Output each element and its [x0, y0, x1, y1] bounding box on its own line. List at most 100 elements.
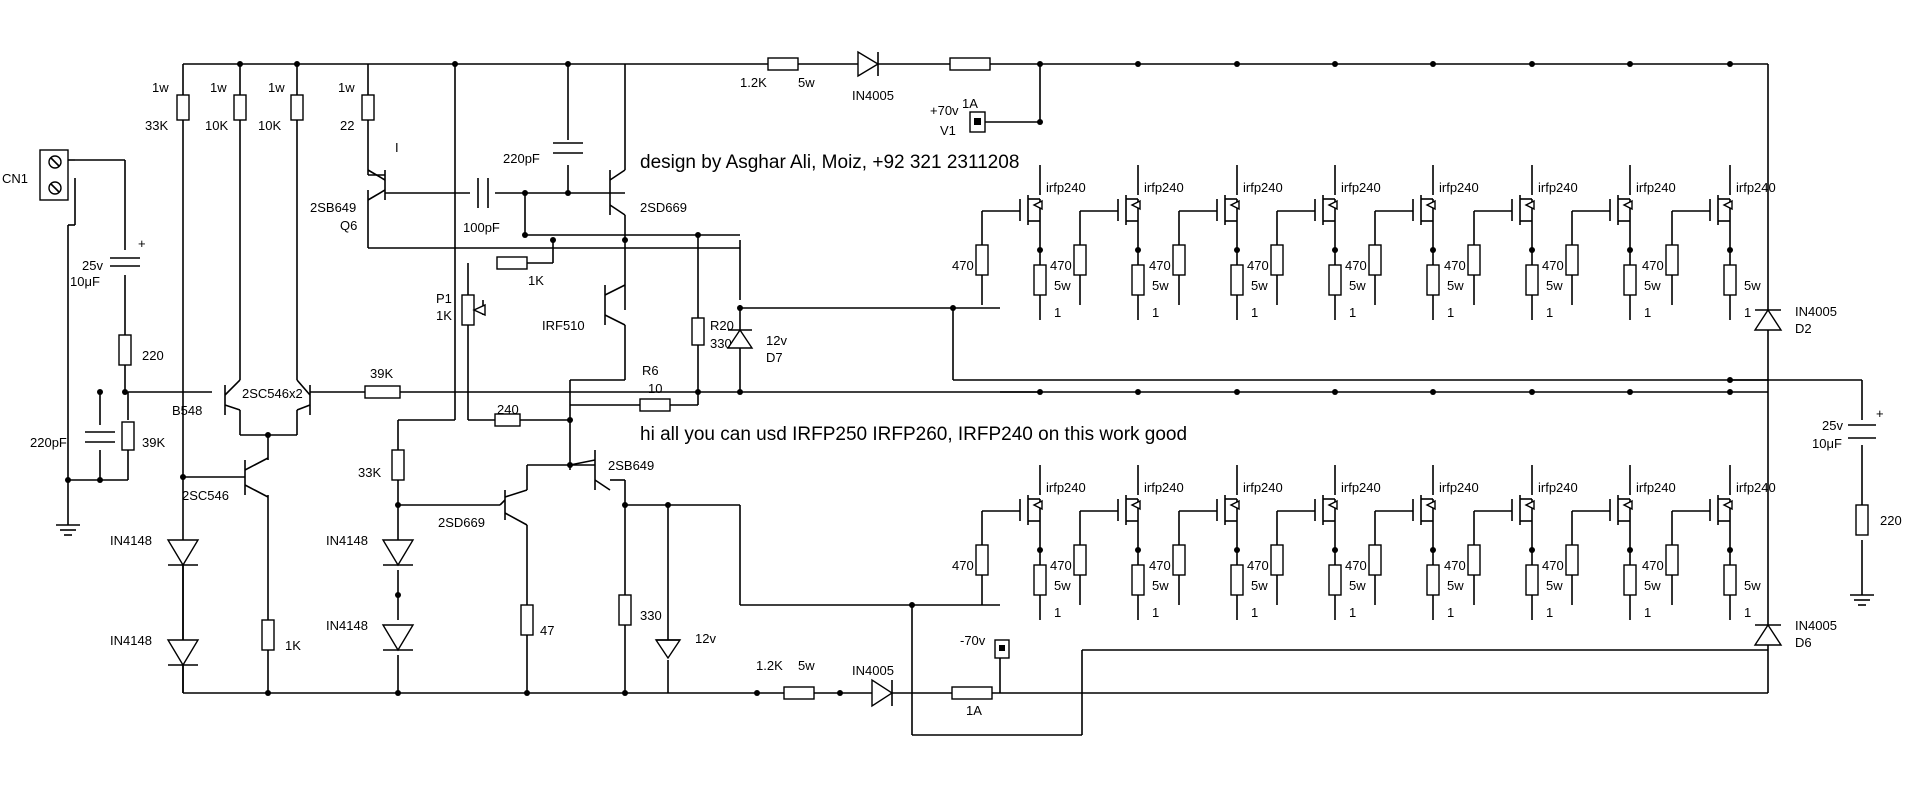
svg-text:33K: 33K	[358, 465, 381, 480]
bottom-r-power-label: 5w	[798, 658, 815, 673]
supply-top: 1.2K 5w IN4005 +70v 1A V1	[740, 50, 991, 138]
bottom-mosfet-8	[1665, 465, 1737, 620]
zobel-r-value: 220	[1880, 513, 1902, 528]
svg-text:2SC546x2: 2SC546x2	[242, 386, 303, 401]
svg-text:1w: 1w	[268, 80, 285, 95]
bottom-mosfet-5	[1368, 465, 1440, 620]
source-resistor-value: 1	[1054, 305, 1061, 320]
gate-resistor-label: 470	[1444, 258, 1466, 273]
svg-text:330: 330	[640, 608, 662, 623]
protection-diodes: IN4005 D2 IN4005 D6	[1753, 304, 1837, 650]
source-resistor-power: 5w	[1152, 578, 1169, 593]
svg-text:D7: D7	[766, 350, 783, 365]
source-resistor-value: 1	[1546, 305, 1553, 320]
junction-dots	[65, 61, 1733, 696]
svg-text:220pF: 220pF	[503, 151, 540, 166]
mosfet-label: irfp240	[1243, 480, 1283, 495]
design-credit: design by Asghar Ali, Moiz, +92 321 2311…	[640, 152, 1019, 173]
gate-resistor-label: 470	[1050, 258, 1072, 273]
zobel-network: + 25v 10μF 220	[1812, 406, 1902, 606]
front-end: 1w 33K 1w 10K 1w 10K 1w 22 I 2SB649 Q6 2…	[110, 80, 554, 693]
svg-text:1K: 1K	[285, 638, 301, 653]
svg-text:1K: 1K	[528, 273, 544, 288]
gate-resistor-label: 470	[1050, 558, 1072, 573]
gate-resistor-label: 470	[952, 558, 974, 573]
svg-text:2SC546: 2SC546	[182, 488, 229, 503]
source-resistor-value: 1	[1447, 605, 1454, 620]
source-resistor-value: 1	[1251, 305, 1258, 320]
mosfet-label: irfp240	[1736, 180, 1776, 195]
top-mosfet-4	[1270, 165, 1342, 320]
top-mosfet-6	[1467, 165, 1539, 320]
svg-text:39K: 39K	[370, 366, 393, 381]
gate-resistor-label: 470	[1345, 258, 1367, 273]
svg-text:1w: 1w	[338, 80, 355, 95]
bottom-mosfet-3	[1172, 465, 1244, 620]
svg-text:1w: 1w	[210, 80, 227, 95]
d6-name: D6	[1795, 635, 1812, 650]
connector-label: CN1	[2, 171, 28, 186]
pos-voltage-label: +70v	[930, 103, 959, 118]
mosfet-label: irfp240	[1636, 180, 1676, 195]
svg-text:12v: 12v	[695, 631, 716, 646]
top-r-label: 1.2K	[740, 75, 767, 90]
svg-text:2SD669: 2SD669	[640, 200, 687, 215]
d2-name: D2	[1795, 321, 1812, 336]
mosfet-note: hi all you can usd IRFP250 IRFP260, IRFP…	[640, 424, 1187, 445]
r-input-label: 220	[142, 348, 164, 363]
source-resistor-value: 1	[1546, 605, 1553, 620]
r-bias-label: 39K	[142, 435, 165, 450]
neg-voltage-label: -70v	[960, 633, 986, 648]
source-resistor-power: 5w	[1744, 278, 1761, 293]
input-section: CN1 + 25v 10μF 220 220pF 39K	[2, 149, 165, 536]
source-resistor-power: 5w	[1349, 278, 1366, 293]
source-resistor-value: 1	[1447, 305, 1454, 320]
source-resistor-power: 5w	[1546, 278, 1563, 293]
zobel-cap-voltage: 25v	[1822, 418, 1843, 433]
source-resistor-power: 5w	[1152, 278, 1169, 293]
svg-text:IN4148: IN4148	[110, 633, 152, 648]
bottom-mosfet-1	[975, 465, 1047, 620]
mosfet-label: irfp240	[1341, 480, 1381, 495]
mosfet-label: irfp240	[1144, 180, 1184, 195]
svg-text:IN4148: IN4148	[326, 533, 368, 548]
svg-text:+: +	[138, 236, 146, 251]
source-resistor-power: 5w	[1054, 278, 1071, 293]
top-mosfet-5	[1368, 165, 1440, 320]
zobel-cap-value: 10μF	[1812, 436, 1842, 451]
mosfet-label: irfp240	[1046, 480, 1086, 495]
bottom-mosfet-7	[1565, 465, 1637, 620]
wiring	[67, 63, 1863, 736]
svg-text:IRF510: IRF510	[542, 318, 585, 333]
svg-text:10K: 10K	[205, 118, 228, 133]
mosfet-label: irfp240	[1538, 180, 1578, 195]
gate-resistor-label: 470	[1247, 558, 1269, 573]
mosfet-label: irfp240	[1341, 180, 1381, 195]
d2-type: IN4005	[1795, 304, 1837, 319]
top-mosfet-2	[1073, 165, 1145, 320]
source-resistor-power: 5w	[1447, 278, 1464, 293]
mosfet-label: irfp240	[1046, 180, 1086, 195]
cap-in-voltage: 25v	[82, 258, 103, 273]
svg-text:100pF: 100pF	[463, 220, 500, 235]
svg-text:47: 47	[540, 623, 554, 638]
svg-text:33K: 33K	[145, 118, 168, 133]
source-resistor-power: 5w	[1546, 578, 1563, 593]
mosfet-label: irfp240	[1538, 480, 1578, 495]
source-resistor-value: 1	[1744, 605, 1751, 620]
svg-text:IN4148: IN4148	[326, 618, 368, 633]
gate-resistor-label: 470	[1542, 558, 1564, 573]
svg-text:22: 22	[340, 118, 354, 133]
source-resistor-value: 1	[1152, 305, 1159, 320]
top-mosfet-7	[1565, 165, 1637, 320]
source-resistor-value: 1	[1152, 605, 1159, 620]
mosfet-label: irfp240	[1736, 480, 1776, 495]
svg-text:B548: B548	[172, 403, 202, 418]
mosfet-label: irfp240	[1439, 480, 1479, 495]
top-r-power-label: 5w	[798, 75, 815, 90]
source-resistor-power: 5w	[1644, 578, 1661, 593]
mosfet-label: irfp240	[1243, 180, 1283, 195]
svg-text:2SD669: 2SD669	[438, 515, 485, 530]
source-resistor-power: 5w	[1054, 578, 1071, 593]
